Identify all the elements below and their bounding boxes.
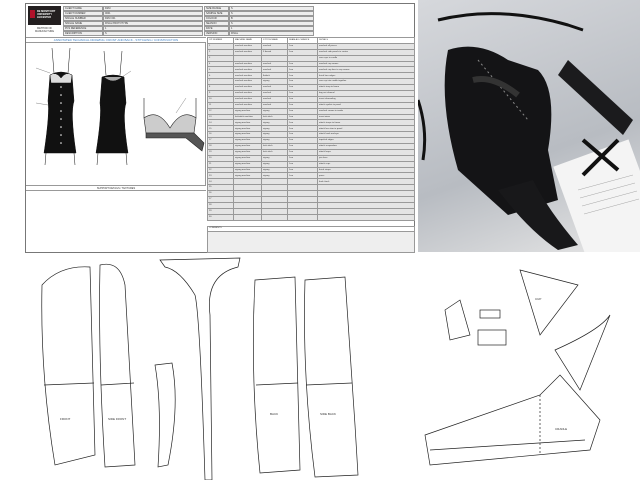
field-value: DMU 001 bbox=[103, 16, 203, 21]
university-logo: DE MONTFORT UNIVERSITY LEICESTER bbox=[28, 6, 61, 25]
table-cell bbox=[317, 207, 415, 215]
pattern-front: FRONT bbox=[41, 266, 96, 466]
drawing-title: ANNOTATED TECHNICAL DRAWING: FRONT AND B… bbox=[26, 37, 206, 43]
pattern-label-side-front: SIDE FRONT bbox=[108, 417, 126, 421]
table-cell bbox=[317, 184, 415, 192]
pattern-strap bbox=[154, 257, 241, 481]
table-cell bbox=[233, 213, 262, 221]
table-cell: sew cups to cradle bbox=[317, 54, 415, 62]
field-value: 0001 bbox=[103, 11, 203, 16]
front-dress-sketch bbox=[43, 47, 77, 166]
table-cell: press bbox=[317, 172, 415, 180]
table-cell: attach lace trim to panel bbox=[317, 125, 415, 133]
column-header: DETAILS bbox=[317, 37, 415, 44]
field-value: S bbox=[229, 21, 314, 26]
field-label: VERSION bbox=[204, 31, 229, 36]
table-cell: overlock all pieces bbox=[317, 42, 415, 50]
field-label: COLOUR bbox=[204, 16, 229, 21]
table-cell: attach loops bbox=[317, 148, 415, 156]
comments-label: COMMENTS bbox=[208, 227, 414, 232]
table-cell: 30 bbox=[207, 213, 234, 221]
pattern-pieces: FRONT SIDE FRONT BACK SIDE BACK CUP CRAD… bbox=[0, 255, 640, 481]
pattern-label-cradle: CRADLE bbox=[555, 427, 567, 431]
field-value: 1 bbox=[103, 26, 203, 31]
support-details-label: SUPPORT DETAILS / TEXTURES bbox=[26, 185, 206, 191]
field-value: S bbox=[229, 6, 314, 11]
table-row: 26 bbox=[207, 190, 415, 198]
table-row: 30 bbox=[207, 213, 415, 221]
field-label: CLIENT NUMBER bbox=[63, 11, 103, 16]
field-value: FINAL bbox=[229, 31, 314, 36]
field-value: DMU bbox=[103, 6, 203, 11]
pattern-label-side-back: SIDE BACK bbox=[320, 412, 336, 416]
field-value: FINAL PROTOTYPE bbox=[103, 21, 203, 26]
table-cell: attach cups bbox=[317, 160, 415, 168]
table-cell bbox=[317, 213, 415, 221]
pattern-cups: CUP bbox=[444, 269, 611, 391]
bra-detail-sketch bbox=[143, 98, 205, 152]
table-cell bbox=[317, 201, 415, 209]
technical-sketch bbox=[26, 43, 206, 185]
table-cell bbox=[261, 213, 288, 221]
table-cell bbox=[287, 213, 318, 221]
table-cell: overlock side panels to centre bbox=[317, 48, 415, 56]
pattern-label-back: BACK bbox=[270, 412, 278, 416]
table-cell: topstitch edges bbox=[317, 137, 415, 145]
field-value: S bbox=[229, 11, 314, 16]
table-cell: final check bbox=[317, 178, 415, 186]
pattern-label-cup: CUP bbox=[535, 297, 541, 301]
pattern-cradle: CRADLE bbox=[424, 374, 601, 466]
field-value: 1 bbox=[229, 26, 314, 31]
table-row: 27 bbox=[207, 196, 415, 203]
table-cell: attach hook and eye bbox=[317, 131, 415, 139]
table-cell bbox=[317, 196, 415, 203]
table-row: 28 bbox=[207, 201, 415, 209]
comments-box[interactable]: COMMENTS bbox=[207, 226, 415, 253]
field-label: SINGLE NAME bbox=[63, 21, 103, 26]
table-row: 29 bbox=[207, 207, 415, 215]
field-label: SIZE RANGE bbox=[204, 6, 229, 11]
pattern-label-front: FRONT bbox=[60, 417, 70, 421]
table-cell: attach suspenders bbox=[317, 143, 415, 150]
table-cell bbox=[317, 190, 415, 198]
tech-pack-document: DE MONTFORT UNIVERSITY LEICESTER METHOD … bbox=[25, 3, 415, 253]
field-label: SEASON bbox=[204, 21, 229, 26]
field-value: B bbox=[229, 16, 314, 21]
table-row: 25 bbox=[207, 184, 415, 192]
garment-photo bbox=[418, 0, 640, 252]
table-cell: join hem bbox=[317, 154, 415, 162]
field-value: S bbox=[103, 31, 203, 36]
logo-text: DE MONTFORT UNIVERSITY LEICESTER bbox=[37, 10, 56, 19]
method-label: METHOD OF MANUFACTURE bbox=[34, 27, 55, 33]
field-label: DATE bbox=[204, 26, 229, 31]
pattern-back: BACK bbox=[252, 276, 301, 474]
field-label: SAMPLE SIZE bbox=[204, 11, 229, 16]
pattern-side-back: SIDE BACK bbox=[304, 276, 359, 478]
back-dress-sketch bbox=[95, 50, 129, 166]
pattern-side-front: SIDE FRONT bbox=[99, 263, 136, 468]
table-cell: finish straps bbox=[317, 166, 415, 174]
field-label: SINGLE NUMBER bbox=[63, 16, 103, 21]
field-label: CLIENT NAME bbox=[63, 6, 103, 11]
field-label: PCS REFERENCE bbox=[63, 26, 103, 31]
field-label: DESCRIPTION bbox=[63, 31, 103, 36]
